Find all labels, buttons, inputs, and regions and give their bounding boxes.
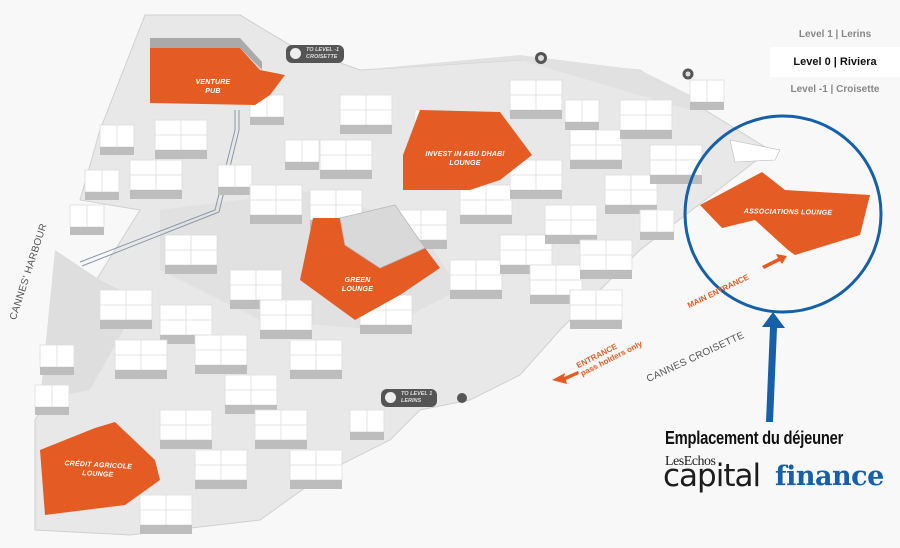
level-minus1-croisette[interactable]: Level -1 | Croisette <box>790 84 880 95</box>
lunch-location-caption: Emplacement du déjeuner <box>665 428 844 448</box>
to-lerins-badge[interactable]: TO LEVEL 1 LERINS <box>381 389 438 407</box>
venture-pub-line1: VENTURE <box>195 79 231 86</box>
green-lounge-area[interactable] <box>300 218 440 320</box>
main-entrance-arrow <box>762 254 787 269</box>
to-lerins-line2: LERINS <box>401 398 422 404</box>
level-0-riviera[interactable]: Level 0 | Riviera <box>770 47 900 77</box>
abu-dhabi-line2: LOUNGE <box>449 160 481 167</box>
associations-lounge-area[interactable] <box>700 172 870 255</box>
level-1-lerins[interactable]: Level 1 | Lerins <box>798 29 872 40</box>
highlight-circle <box>683 114 883 314</box>
venture-pub-label: VENTURE PUB <box>183 78 243 96</box>
venture-pub-area[interactable] <box>150 48 285 105</box>
highlight-arrow <box>762 312 785 422</box>
credit-agricole-lounge-area[interactable] <box>40 422 160 515</box>
to-lerins-line1: TO LEVEL 1 <box>401 391 433 397</box>
level-selector: Level 1 | Lerins Level 0 | Riviera Level… <box>770 22 900 102</box>
escalator-icon <box>385 392 396 403</box>
green-line2: LOUNGE <box>341 286 374 293</box>
to-croisette-badge[interactable]: TO LEVEL -1 CROISETTE <box>286 45 345 63</box>
abu-dhabi-lounge-area[interactable] <box>403 110 532 190</box>
to-croisette-line1: TO LEVEL -1 <box>306 47 340 53</box>
green-lounge-label: GREEN LOUNGE <box>330 276 385 294</box>
venture-pub-line2: PUB <box>205 88 221 95</box>
abu-dhabi-line1: INVEST IN ABU DHABI <box>425 151 505 158</box>
toilet-icon-inner <box>538 55 544 61</box>
les-echos-text: LesEchos <box>665 454 716 469</box>
pass-entrance-arrow <box>552 371 579 384</box>
abu-dhabi-lounge-label: INVEST IN ABU DHABI LOUNGE <box>410 150 520 168</box>
green-line1: GREEN <box>344 277 371 284</box>
info-icon <box>457 393 467 403</box>
finance-text: finance <box>775 461 884 492</box>
to-croisette-line2: CROISETTE <box>306 54 338 60</box>
escalator-icon <box>290 48 301 59</box>
capital-text: capital <box>663 458 761 494</box>
